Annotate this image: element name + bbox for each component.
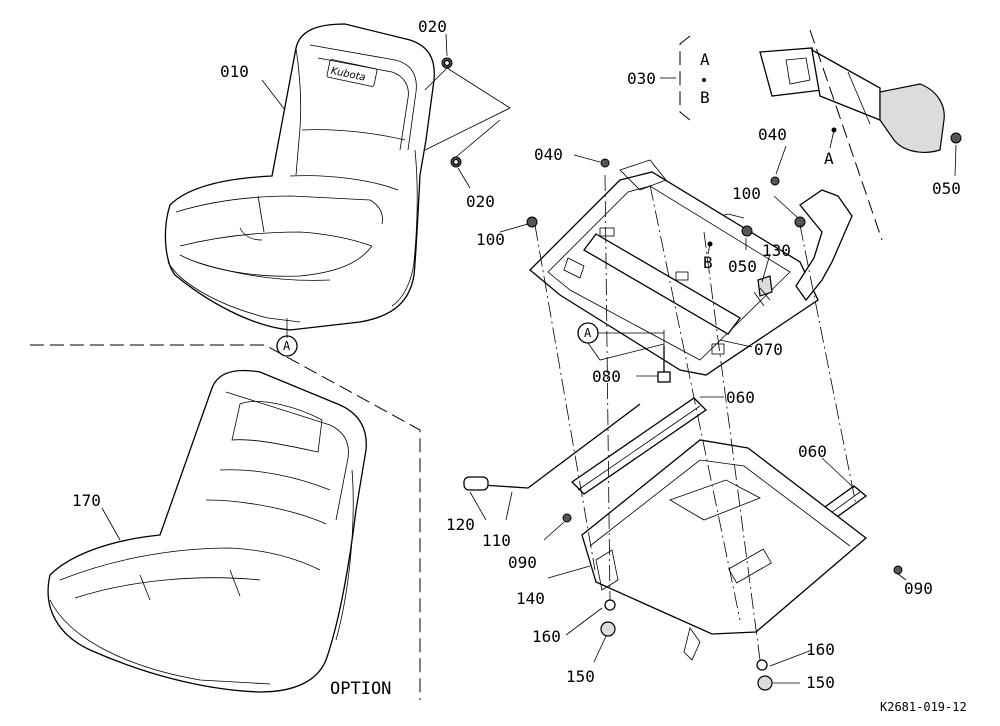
callout-a-frame: A [577, 322, 665, 361]
bolt-080 [657, 346, 671, 383]
spring-130 [753, 287, 771, 307]
bolt-090-left [562, 513, 572, 523]
label-130: 130 [762, 241, 791, 260]
label-120: 120 [446, 515, 475, 534]
seat-010: Kubota [164, 23, 435, 338]
lever-110 [481, 403, 641, 489]
label-100-right: 100 [732, 184, 761, 203]
diagram-reference: K2681-019-12 [880, 700, 967, 714]
svg-text:A: A [584, 326, 592, 340]
nut-100-left [526, 216, 538, 228]
belt-callout-a: A [824, 149, 834, 168]
label-090-right: 090 [904, 579, 933, 598]
belt-callout-b: B [703, 253, 713, 272]
grip-120 [463, 476, 489, 491]
label-150-right: 150 [806, 673, 835, 692]
washer-160-left [604, 599, 616, 611]
label-090-left: 090 [508, 553, 537, 572]
label-040-left: 040 [534, 145, 563, 164]
nut-050-right [950, 132, 962, 144]
label-020-lower: 020 [466, 192, 495, 211]
base-plate-140 [581, 439, 868, 661]
label-020-upper: 020 [418, 17, 447, 36]
label-160-right: 160 [806, 640, 835, 659]
callout-a-seat: A [276, 335, 298, 357]
svg-text:A: A [283, 339, 291, 353]
bolt-020-upper [441, 57, 453, 69]
label-070: 070 [754, 340, 783, 359]
label-050-left: 050 [728, 257, 757, 276]
nut-050-left [741, 225, 753, 237]
label-040-right: 040 [758, 125, 787, 144]
part-030-sub-b: B [700, 88, 710, 107]
label-060-lower: 060 [798, 442, 827, 461]
seat-frame-070 [529, 159, 853, 376]
nut-150-right [757, 675, 773, 691]
option-label: OPTION [330, 679, 391, 699]
label-160-left: 160 [532, 627, 561, 646]
label-010: 010 [220, 62, 249, 81]
part-030-sub-a: A [700, 50, 710, 69]
bolt-020-lower [450, 156, 462, 168]
seat-170-option [47, 369, 367, 693]
label-060-upper: 060 [726, 388, 755, 407]
label-170: 170 [72, 491, 101, 510]
label-150-left: 150 [566, 667, 595, 686]
label-030: 030 [627, 69, 656, 88]
bolt-090-right [893, 565, 903, 575]
label-100-left: 100 [476, 230, 505, 249]
bolt-040-left [600, 158, 610, 168]
washer-160-right [756, 659, 768, 671]
nut-150-left [600, 621, 616, 637]
seat-belt-030 [759, 47, 945, 153]
leader-lines [101, 33, 957, 684]
bolt-040-right [770, 176, 780, 186]
label-140: 140 [516, 589, 545, 608]
slide-rail-060-left [570, 397, 708, 495]
label-110: 110 [482, 531, 511, 550]
label-080: 080 [592, 367, 621, 386]
label-050-right: 050 [932, 179, 961, 198]
